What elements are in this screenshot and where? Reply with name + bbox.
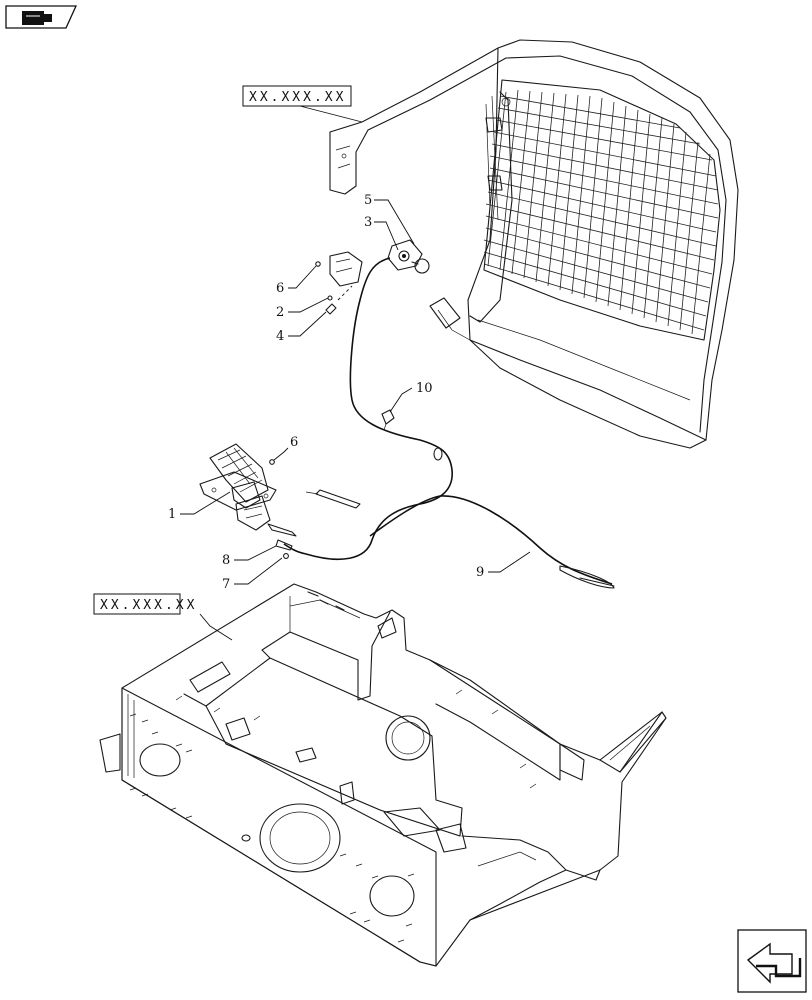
throttle-cable	[369, 495, 613, 585]
reference-label-lower: XX.XXX.XX	[100, 598, 197, 613]
svg-text:9: 9	[476, 565, 484, 580]
svg-text:8: 8	[222, 553, 230, 568]
svg-text:6: 6	[290, 435, 298, 450]
callout-1: 1	[168, 491, 231, 522]
callout-4: 4	[276, 311, 327, 344]
callout-6-lower: 6	[273, 435, 298, 461]
svg-text:10: 10	[416, 381, 433, 396]
connector-10	[381, 409, 395, 431]
throttle-sensor	[387, 239, 430, 274]
svg-text:3: 3	[364, 215, 372, 230]
svg-text:2: 2	[276, 305, 284, 320]
svg-text:5: 5	[364, 193, 372, 208]
reference-box-lower[interactable]: XX.XXX.XX	[93, 593, 197, 615]
reference-label-upper: XX.XXX.XX	[249, 90, 346, 105]
reference-box-upper[interactable]: XX.XXX.XX	[242, 85, 352, 107]
callout-8: 8	[222, 545, 277, 568]
callout-2: 2	[276, 297, 329, 320]
svg-text:7: 7	[222, 577, 230, 592]
book-arrow-icon[interactable]	[5, 5, 78, 29]
cab-frame	[329, 39, 739, 449]
switch-bracket	[315, 251, 363, 315]
callout-3: 3	[364, 215, 399, 251]
callout-9: 9	[476, 551, 531, 580]
cable-end-loop	[559, 565, 615, 589]
next-page-arrow-icon[interactable]	[737, 929, 807, 993]
sensor-cable	[283, 257, 453, 560]
callout-10: 10	[389, 381, 433, 413]
cable-end-rod	[315, 489, 361, 509]
grommet	[433, 447, 443, 461]
callout-5: 5	[364, 193, 415, 245]
callout-7: 7	[222, 557, 283, 592]
svg-text:1: 1	[168, 507, 176, 522]
callout-6-upper: 6	[276, 265, 317, 296]
svg-text:6: 6	[276, 281, 284, 296]
chassis-frame	[99, 583, 667, 967]
svg-text:4: 4	[276, 329, 284, 344]
foot-pedal	[199, 443, 297, 559]
